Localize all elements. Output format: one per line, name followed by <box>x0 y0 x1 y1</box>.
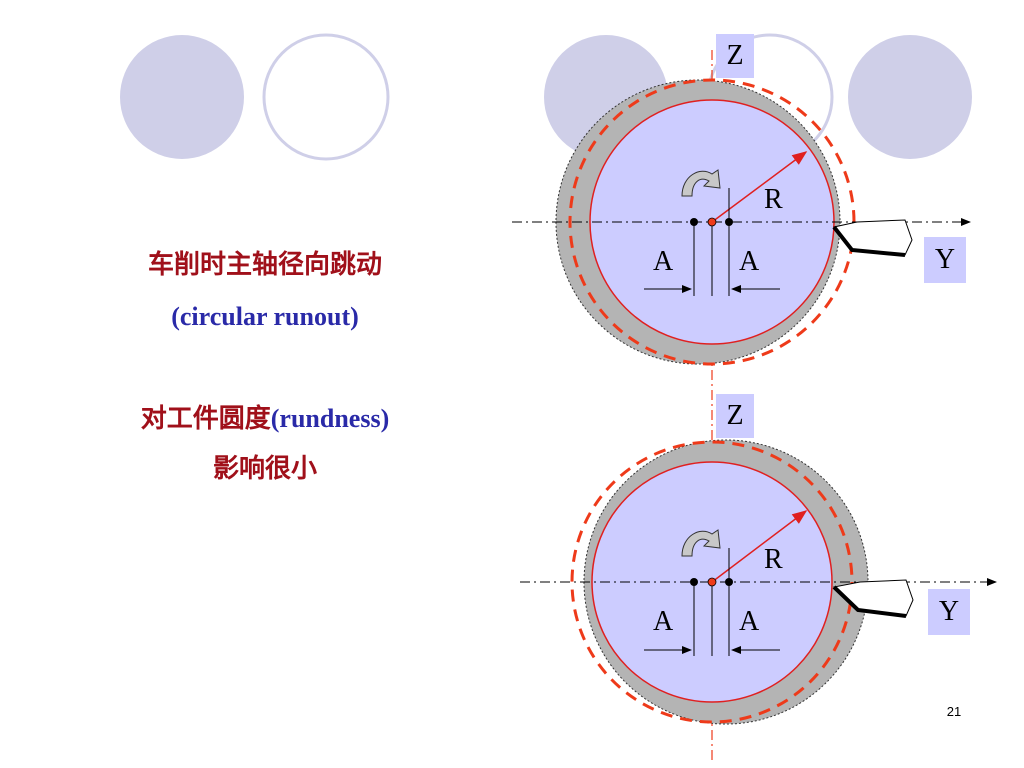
bottom-axis-z-label: Z <box>716 394 754 438</box>
bottom-radius-label: R <box>764 544 783 575</box>
caption-line3-zh: 对工件圆度 <box>140 404 271 434</box>
diagram-bottom <box>520 439 997 725</box>
radius-arrow <box>711 510 808 583</box>
caption-line3-en: (rundness) <box>270 404 390 433</box>
rotation-arrow-icon <box>681 529 721 557</box>
decor-circle-filled <box>848 35 972 159</box>
bottom-offset-label-right: A <box>739 606 760 637</box>
page-number: 21 <box>946 704 962 719</box>
caption-line2: (circular runout) <box>171 302 359 331</box>
top-offset-label-left: A <box>653 246 674 277</box>
center-dot-left <box>690 218 698 226</box>
top-offset-label-right: A <box>739 246 760 277</box>
decor-circle-filled <box>120 35 244 159</box>
caption-small-effect: 影响很小 <box>60 452 470 487</box>
center-dot-left <box>690 578 698 586</box>
rotation-arrow-icon <box>681 169 721 197</box>
runout-dashed-circle <box>570 440 854 724</box>
top-radius-label: R <box>764 184 783 215</box>
caption-line4: 影响很小 <box>212 454 317 484</box>
decor-circle-outline <box>262 33 390 161</box>
center-dot-right <box>725 578 733 586</box>
caption-spindle-runout: 车削时主轴径向跳动 <box>60 248 470 283</box>
cutting-tool-edge <box>832 585 907 618</box>
top-axis-y-label: Y <box>924 237 966 283</box>
top-axis-z-label: Z <box>716 34 754 78</box>
cutting-tool-edge <box>832 225 906 257</box>
caption-circular-runout: (circular runout) <box>60 300 470 334</box>
bottom-offset-label-left: A <box>653 606 674 637</box>
diagram-top <box>512 78 971 366</box>
bottom-axis-y-label: Y <box>928 589 970 635</box>
center-dot-right <box>725 218 733 226</box>
decorative-circles <box>120 33 972 161</box>
cutting-tool-icon <box>833 219 913 256</box>
center-dot-spindle <box>707 577 717 587</box>
center-dot-spindle <box>707 217 717 227</box>
caption-line1: 车削时主轴径向跳动 <box>147 250 382 280</box>
radius-arrow <box>711 151 808 223</box>
caption-roundness: 对工件圆度(rundness) <box>60 402 470 437</box>
